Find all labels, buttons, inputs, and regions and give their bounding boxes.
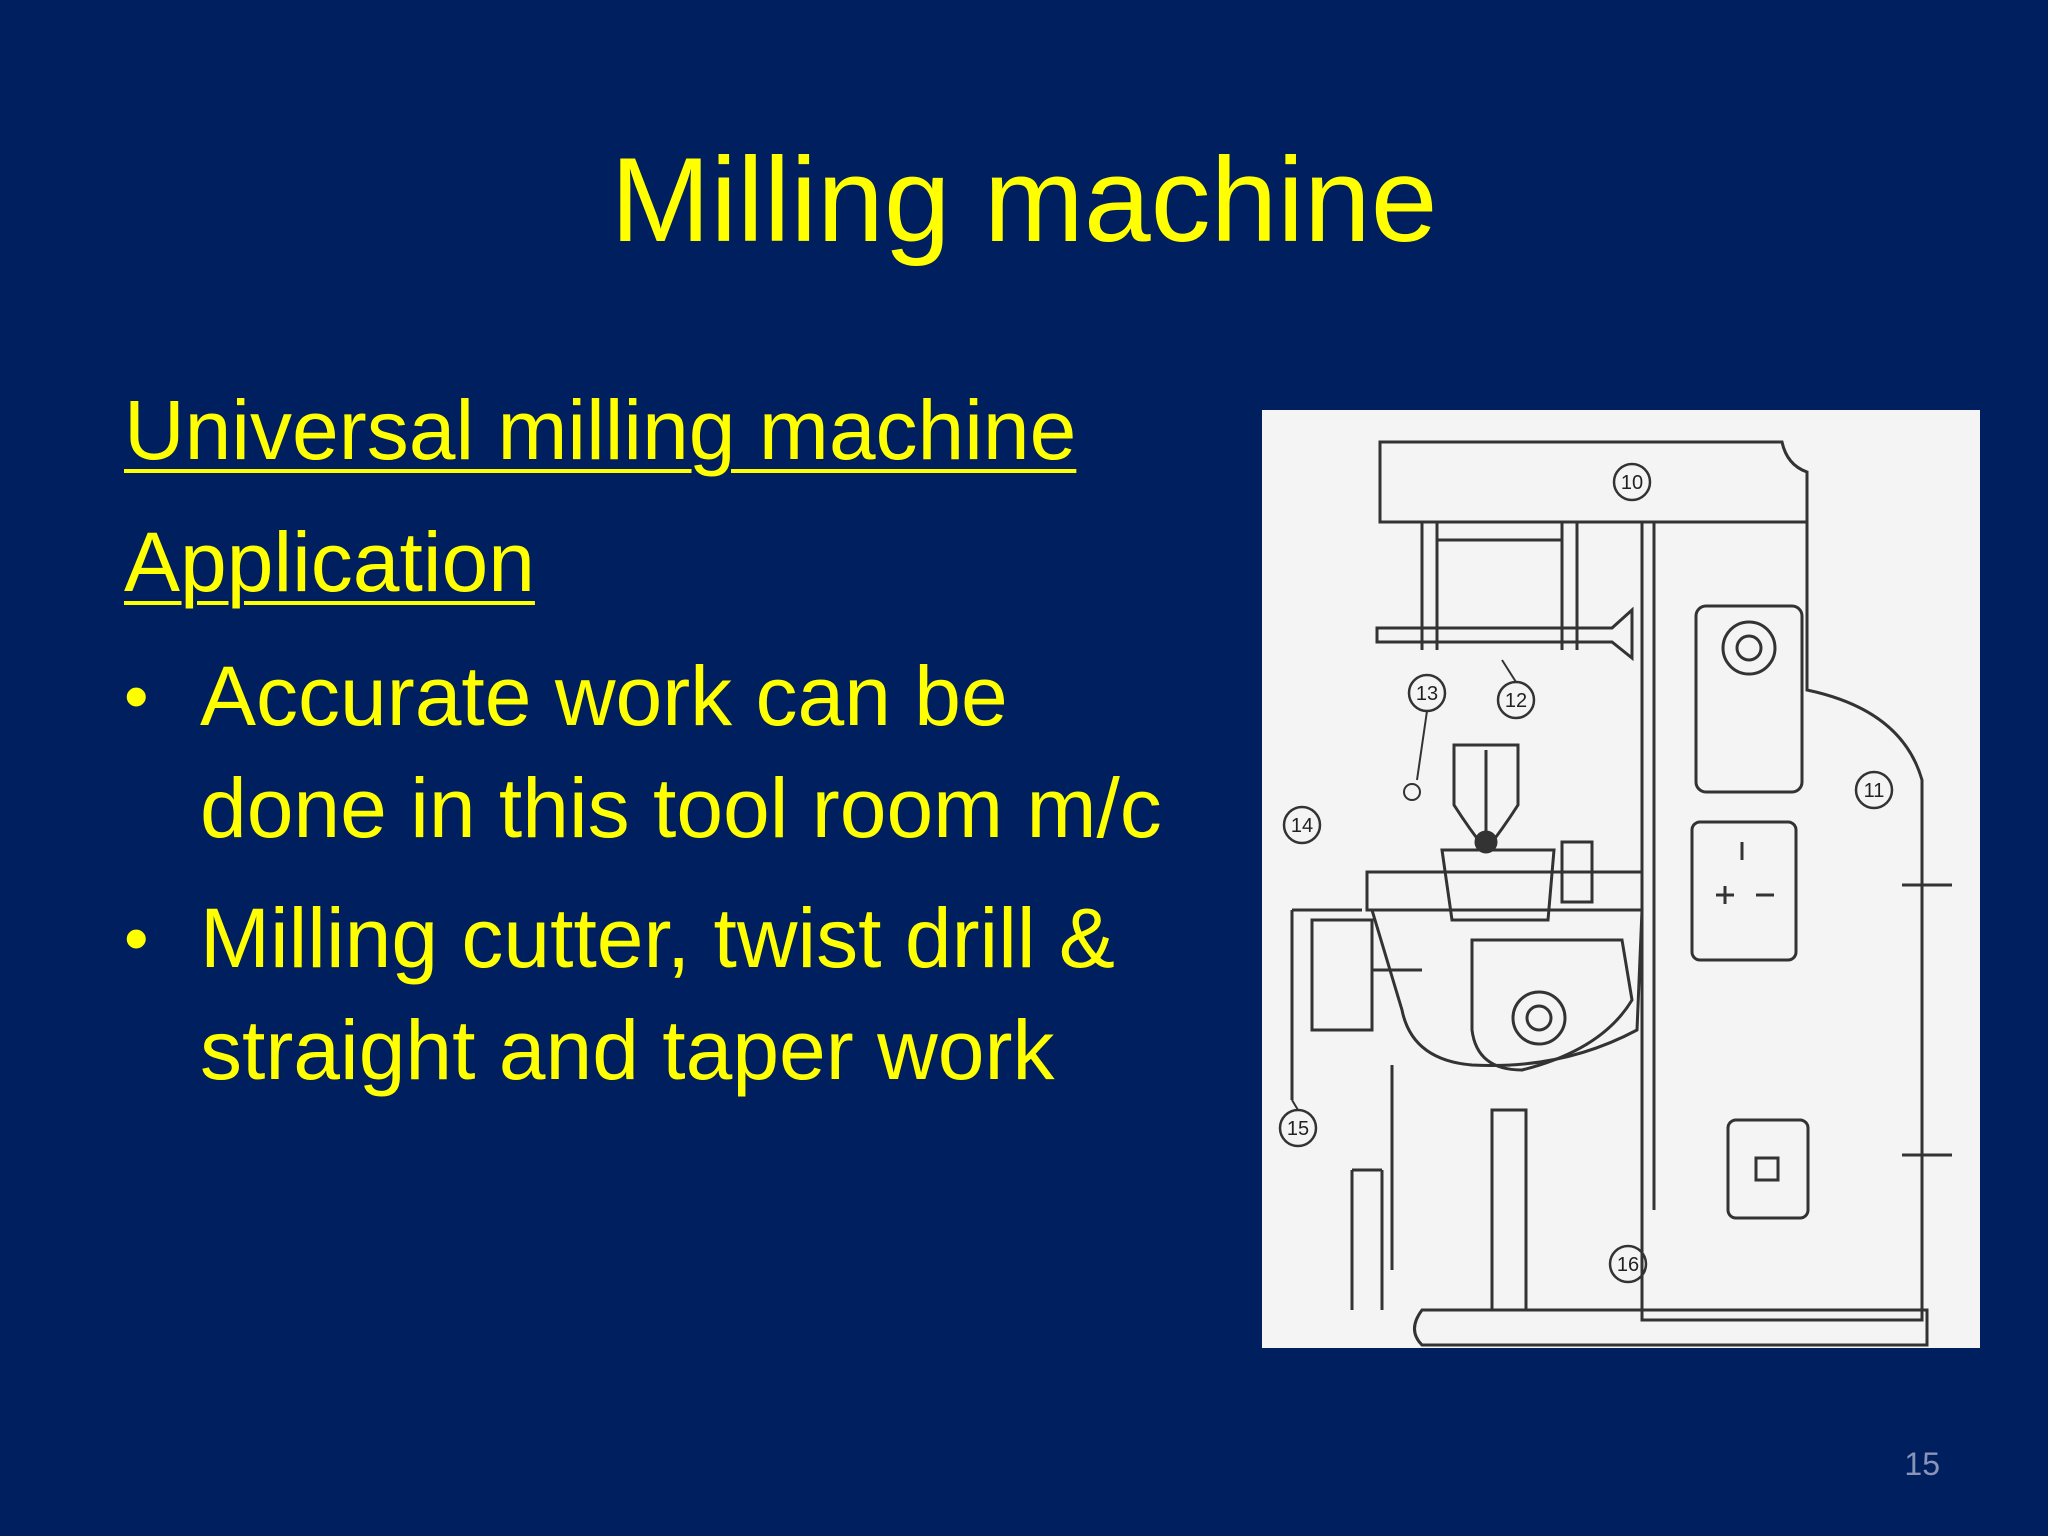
bullet-item: • Milling cutter, twist drill & straight… <box>124 882 1164 1106</box>
subheading: Universal milling machine <box>124 383 1077 477</box>
callout-label: 11 <box>1864 780 1885 802</box>
bullet-icon: • <box>124 657 149 735</box>
bullet-list: • Accurate work can be done in this tool… <box>124 640 1164 1124</box>
slide-title: Milling machine <box>610 133 1438 267</box>
milling-machine-drawing: 10 11 12 13 14 15 16 <box>1278 440 1952 1347</box>
page-number: 15 <box>1904 1446 1940 1482</box>
section-heading: Application <box>124 515 535 609</box>
callout-label: 12 <box>1505 690 1527 712</box>
callout-label: 14 <box>1291 815 1313 837</box>
callout-label: 13 <box>1416 683 1438 705</box>
bullet-text: Accurate work can be done in this tool r… <box>200 649 1162 855</box>
bullet-text: Milling cutter, twist drill & straight a… <box>200 891 1115 1097</box>
callout-label: 16 <box>1617 1254 1639 1276</box>
callout-label: 10 <box>1621 472 1643 494</box>
callout-label: 15 <box>1287 1118 1309 1140</box>
milling-machine-diagram: 10 11 12 13 14 15 16 <box>1262 410 1980 1348</box>
bullet-item: • Accurate work can be done in this tool… <box>124 640 1164 864</box>
bullet-icon: • <box>124 899 149 977</box>
